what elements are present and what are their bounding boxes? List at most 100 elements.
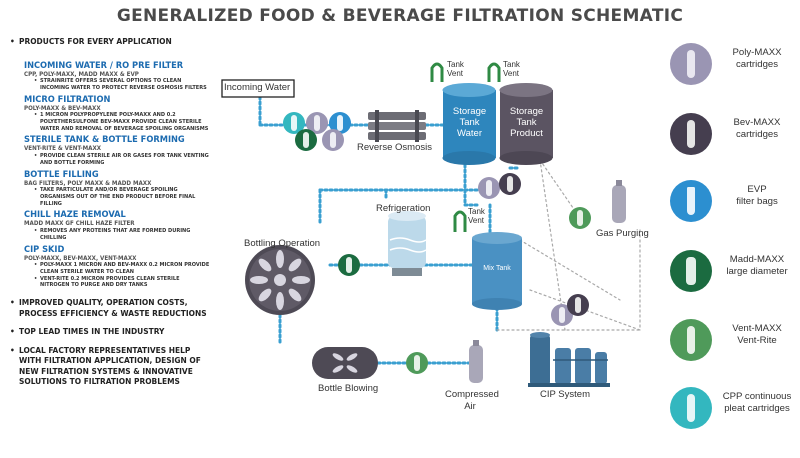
storage-water-line2: Tank [459,117,480,128]
tank-vent-c-line1: Tank [468,207,485,216]
incoming-water-label: Incoming Water [224,82,291,93]
poly-maxx-icon [670,43,712,85]
mix-tank [472,232,522,310]
legend-line1: Poly-MAXX [732,47,782,58]
section-chill-haze: CHILL HAZE REMOVAL MADD MAXX GF CHILL HA… [10,210,210,241]
bottle-blowing-filter [406,352,428,374]
cpp-cartridge-icon [670,387,712,429]
tank-vent-label-b: Tank Vent [503,60,520,78]
section-heading: STERILE TANK & BOTTLE FORMING [24,134,185,146]
gas-purging-cylinder [612,180,626,223]
bottling-operation-label: Bottling Operation [244,238,321,249]
legend-line1: EVP [747,184,767,195]
feature-list: PRODUCTS FOR EVERY APPLICATION INCOMING … [10,36,210,387]
tank-vent-label-c: Tank Vent [468,207,485,225]
compressed-air-cylinder [469,340,483,383]
section-subheading: POLY-MAXX & BEV-MAXX [24,104,101,112]
bev-maxx-icon [670,113,712,155]
storage-product-line3: Product [510,128,543,139]
reverse-osmosis-unit [368,110,426,142]
mix-tank-label: Mix Tank [483,265,511,272]
section-micro-filtration: MICRO FILTRATION POLY-MAXX & BEV-MAXX 1 … [10,93,210,133]
storage-product-label: Storage Tank Product [500,106,553,139]
page-title: GENERALIZED FOOD & BEVERAGE FILTRATION S… [116,6,684,26]
section-bullet: PROVIDE CLEAN STERILE AIR OR GASES FOR T… [10,153,210,167]
tank-filters [478,173,591,229]
section-bullet: POLY-MAXX 1 MICRON AND BEV-MAXX 0.2 MICR… [10,262,210,276]
tank-vent-c-line2: Vent [468,216,485,225]
refrigeration-label: Refrigeration [376,203,431,214]
section-bullet: TAKE PARTICULATE AND/OR BEVERAGE SPOILIN… [10,187,210,207]
cip-system-unit [528,332,610,387]
lead-times-bullet: TOP LEAD TIMES IN THE INDUSTRY [10,326,210,337]
bottle-blowing-machine [312,347,378,379]
madd-maxx-icon [670,250,712,292]
legend-line2: pleat cartridges [724,403,790,414]
products-bullet: PRODUCTS FOR EVERY APPLICATION [10,36,210,47]
cip-system-label: CIP System [540,389,590,400]
legend-line2: filter bags [736,196,778,207]
compressed-air-label: Compressed Air [445,389,499,413]
tank-vents [430,62,501,232]
process-lines [496,159,641,331]
bottle-blowing-label: Bottle Blowing [318,383,379,394]
section-bullet: REMOVES ANY PROTEINS THAT ARE FORMED DUR… [10,228,210,242]
quality-bullet: IMPROVED QUALITY, OPERATION COSTS, PROCE… [10,297,210,318]
section-subheading: MADD MAXX GF CHILL HAZE FILTER [24,220,135,228]
storage-product-line2: Tank [516,117,537,128]
tank-vent-b-line1: Tank [503,60,520,69]
reverse-osmosis-label: Reverse Osmosis [357,142,432,153]
incoming-water-box [221,79,295,98]
section-heading: CHILL HAZE REMOVAL [24,209,126,221]
section-heading: INCOMING WATER / RO PRE FILTER [24,59,184,71]
storage-water-line3: Water [457,128,482,139]
evp-bag-icon [670,180,712,222]
storage-water-line1: Storage [452,106,487,117]
bottling-carousel [245,245,315,315]
section-subheading: POLY-MAXX, BEV-MAXX, VENT-MAXX [24,254,137,262]
legend-line2: large diameter [726,266,788,277]
storage-product-line1: Storage [509,106,544,117]
storage-water-label: Storage Tank Water [443,106,496,139]
legend-line1: Madd-MAXX [729,254,785,265]
representatives-bullet: LOCAL FACTORY REPRESENTATIVES HELP WITH … [10,345,210,387]
section-subheading: BAG FILTERS, POLY MAXX & MADD MAXX [24,179,152,187]
compressed-air-line2: Air [464,401,476,412]
vent-maxx-icon [670,319,712,361]
tank-vent-a-line2: Vent [447,69,464,78]
incoming-filters [283,112,351,151]
section-bullet: VENT-RITE 0.2 MICRON PROVIDES CLEAN STER… [10,276,210,290]
refrigeration-unit [388,211,427,276]
legend-line2: cartridges [735,129,779,140]
section-heading: BOTTLE FILLING [24,168,99,180]
section-subheading: CPP, POLY-MAXX, MADD MAXX & EVP [24,70,139,78]
section-bullet: 1 MICRON POLYPROPYLENE POLY-MAXX AND 0.2… [10,112,210,132]
storage-tank-product [499,83,553,165]
section-subheading: VENT-RITE & VENT-MAXX [24,145,102,153]
tank-vent-a-line1: Tank [447,60,464,69]
section-bottle-filling: BOTTLE FILLING BAG FILTERS, POLY MAXX & … [10,168,210,208]
legend-line1: Bev-MAXX [733,117,781,128]
mix-tank-filters [338,254,589,326]
legend-line1: CPP continuous [722,391,792,402]
section-incoming-water: INCOMING WATER / RO PRE FILTER CPP, POLY… [10,59,210,92]
section-heading: CIP SKID [24,243,65,255]
compressed-air-line1: Compressed [445,389,499,400]
tank-vent-label-a: Tank Vent [447,60,464,78]
gas-purging-label: Gas Purging [596,228,649,239]
tank-vent-b-line2: Vent [503,69,520,78]
section-sterile-tank: STERILE TANK & BOTTLE FORMING VENT-RITE … [10,135,210,166]
section-heading: MICRO FILTRATION [24,93,111,105]
